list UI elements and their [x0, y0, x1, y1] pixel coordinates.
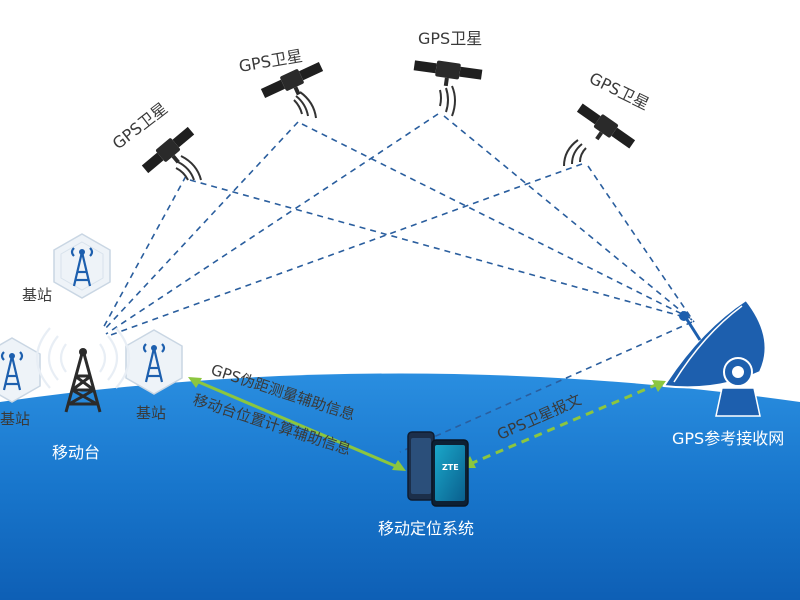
mobile-station-label: 移动台: [52, 443, 100, 462]
link-sat1-dish: [189, 179, 689, 319]
satellite-label-4: GPS卫星: [586, 69, 652, 114]
positioning-system-phones-icon: ZTE: [407, 431, 469, 507]
base-station-label-top: 基站: [22, 286, 52, 304]
satellite-1-signal-icon: [175, 155, 202, 181]
link-sat2-tower: [103, 121, 299, 331]
satellite-2-signal-icon: [293, 91, 317, 119]
base-station-label-right: 基站: [136, 404, 166, 422]
reference-receiver-label: GPS参考接收网: [672, 429, 784, 448]
mobile-tower-icon: [36, 327, 130, 413]
base-station-top-icon: [53, 233, 111, 299]
link-dish-system: [399, 321, 693, 453]
satellite-4-signal-icon: [563, 139, 587, 167]
base-station-left-icon: [0, 337, 41, 403]
satellite-1: [141, 126, 195, 174]
satellite-links: [101, 113, 695, 453]
satellite-label-3: GPS卫星: [418, 29, 482, 48]
link-sat4-dish: [587, 165, 695, 323]
link-sat1-tower: [101, 175, 187, 331]
base-station-label-left: 基站: [0, 410, 30, 428]
phone-brand-logo: ZTE: [442, 463, 459, 472]
link-sat4-tower: [107, 163, 583, 337]
link-sat3-dish: [443, 115, 693, 321]
positioning-system-label: 移动定位系统: [378, 519, 474, 538]
satellite-2: [260, 61, 324, 99]
reference-receiver-dish-icon: [662, 298, 767, 417]
link-sat2-dish: [301, 123, 691, 319]
satellite-3-signal-icon: [439, 85, 456, 117]
link-sat3-tower: [105, 113, 439, 335]
earth-ground: [0, 373, 800, 600]
assist-info-link: [188, 377, 406, 471]
satellite-3: [413, 60, 483, 87]
satellite-4: [576, 103, 636, 149]
